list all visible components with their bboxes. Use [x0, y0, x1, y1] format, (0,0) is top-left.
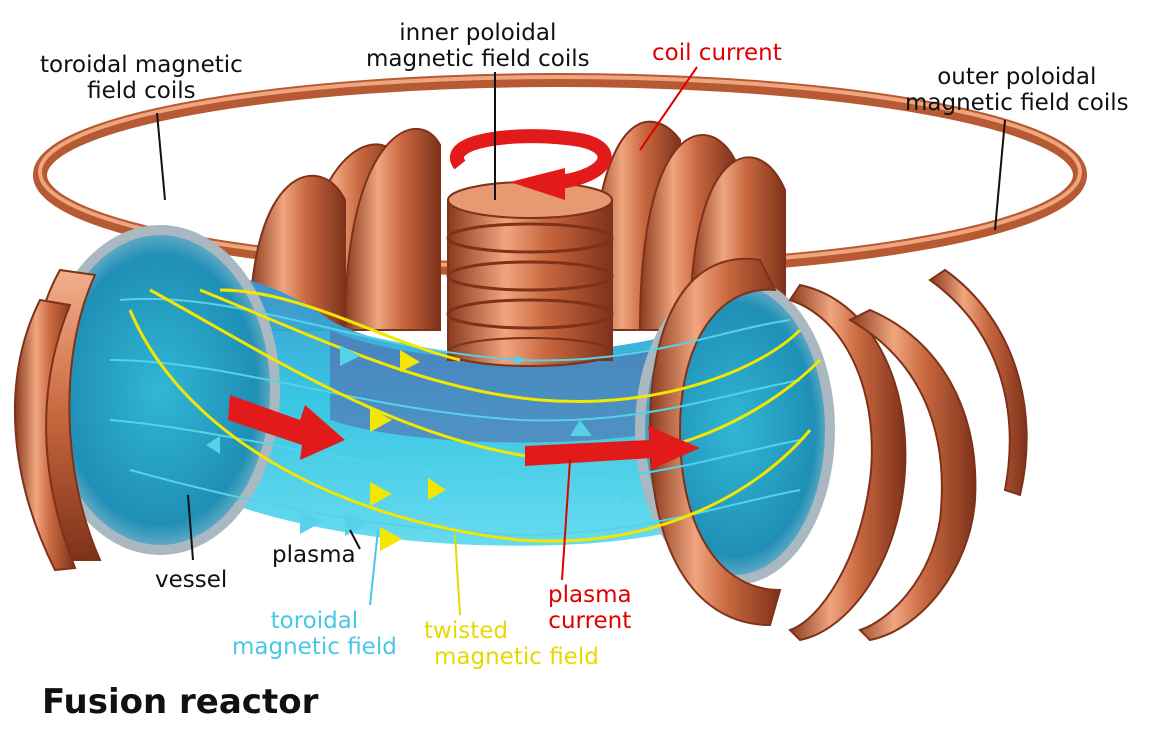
toroidal-coils-label: toroidal magnetic field coils — [40, 52, 243, 104]
vessel-label: vessel — [155, 567, 228, 593]
leader-lines — [156, 66, 1006, 616]
back-toroidal-coils — [248, 120, 786, 331]
left-cross-section — [13, 225, 280, 572]
plasma-label: plasma — [272, 542, 356, 568]
toroidal-field-label: toroidal magnetic field — [232, 608, 397, 660]
outer-poloidal-label: outer poloidal magnetic field coils — [905, 64, 1129, 116]
plasma-current-arrows — [228, 395, 700, 470]
twisted-field-label: twisted magnetic field — [424, 618, 599, 670]
coil-current-arrow — [450, 129, 612, 200]
plasma-current-label: plasma current — [548, 582, 632, 634]
vessel-interior — [330, 330, 720, 443]
toroidal-magnetic-field-lines — [109, 297, 801, 537]
page-title: Fusion reactor — [42, 682, 319, 722]
inner-poloidal-label: inner poloidal magnetic field coils — [366, 20, 590, 72]
coil-current-label: coil current — [652, 40, 782, 66]
twisted-magnetic-field-lines — [128, 288, 822, 543]
twisted-field-arrows — [370, 350, 446, 551]
inner-poloidal-coil-stack — [446, 181, 614, 367]
right-cross-section — [635, 257, 1028, 642]
